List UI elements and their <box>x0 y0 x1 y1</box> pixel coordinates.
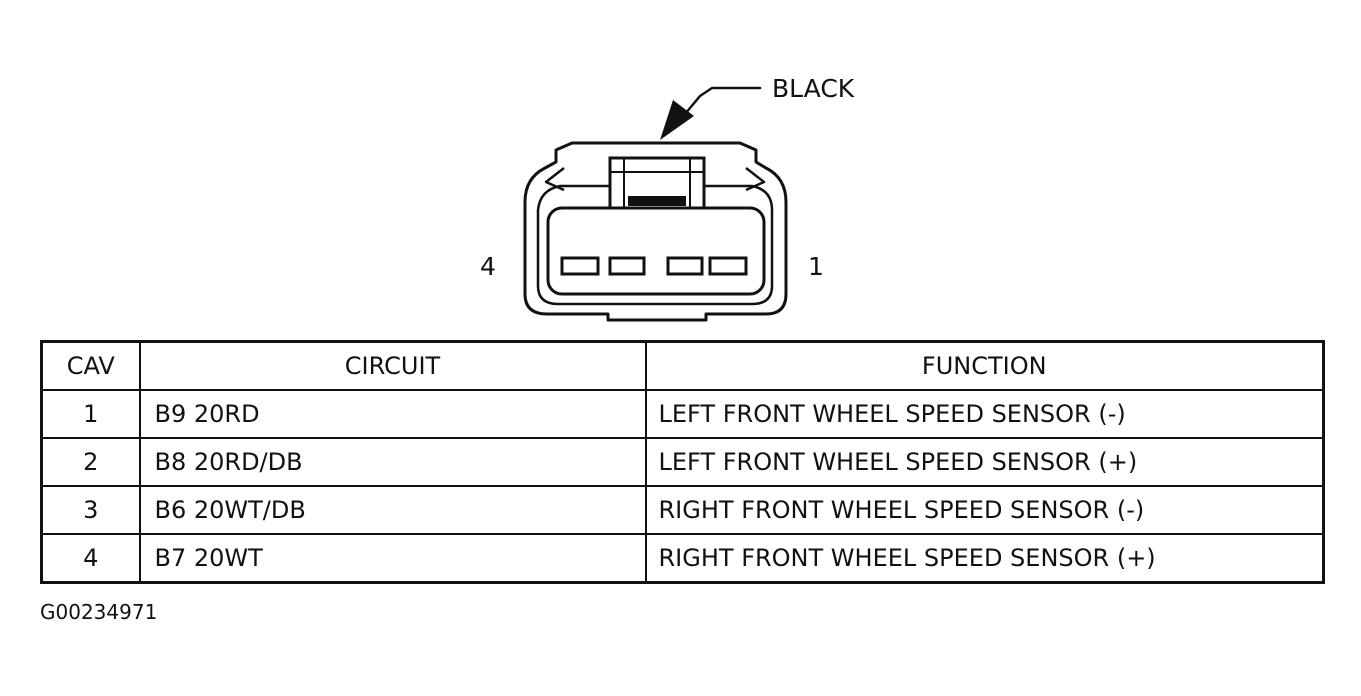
connector-color-label: BLACK <box>772 74 855 103</box>
cav-cell: 3 <box>40 485 141 535</box>
function-cell: LEFT FRONT WHEEL SPEED SENSOR (-) <box>644 389 1325 439</box>
cav-cell: 4 <box>40 533 141 584</box>
function-cell: LEFT FRONT WHEEL SPEED SENSOR (+) <box>644 437 1325 487</box>
color-callout-leader <box>683 86 762 116</box>
table-row: 1 B9 20RD LEFT FRONT WHEEL SPEED SENSOR … <box>40 389 1325 439</box>
pin-label-left: 4 <box>480 252 496 281</box>
terminal-cavity <box>546 206 766 296</box>
cav-cell: 1 <box>40 389 141 439</box>
connector-housing-inner <box>536 184 774 306</box>
function-cell: RIGHT FRONT WHEEL SPEED SENSOR (+) <box>644 533 1325 584</box>
table-header-row: CAV CIRCUIT FUNCTION <box>40 340 1325 391</box>
header-cav: CAV <box>40 340 141 391</box>
circuit-cell: B6 20WT/DB <box>138 485 647 535</box>
table-row: 2 B8 20RD/DB LEFT FRONT WHEEL SPEED SENS… <box>40 437 1325 487</box>
terminal-slot-cav-1 <box>708 256 748 276</box>
latch-clip-left <box>544 167 565 192</box>
locking-tab <box>608 156 706 210</box>
color-callout-arrowhead <box>660 100 694 140</box>
function-cell: RIGHT FRONT WHEEL SPEED SENSOR (-) <box>644 485 1325 535</box>
circuit-cell: B7 20WT <box>138 533 647 584</box>
header-circuit: CIRCUIT <box>138 340 647 391</box>
pin-label-right: 1 <box>808 252 824 281</box>
circuit-cell: B9 20RD <box>138 389 647 439</box>
circuit-cell: B8 20RD/DB <box>138 437 647 487</box>
figure-id: G00234971 <box>40 600 158 624</box>
header-function: FUNCTION <box>644 340 1325 391</box>
cav-cell: 2 <box>40 437 141 487</box>
terminal-slot-cav-4 <box>560 256 600 276</box>
latch-clip-right <box>745 167 766 192</box>
table-row: 3 B6 20WT/DB RIGHT FRONT WHEEL SPEED SEN… <box>40 485 1325 535</box>
table-row: 4 B7 20WT RIGHT FRONT WHEEL SPEED SENSOR… <box>40 533 1325 584</box>
pinout-table: CAV CIRCUIT FUNCTION 1 B9 20RD LEFT FRON… <box>40 340 1325 584</box>
connector-diagram: BLACK 4 1 <box>480 74 855 322</box>
terminal-slot-cav-2 <box>666 256 704 276</box>
terminal-slot-cav-3 <box>608 256 646 276</box>
